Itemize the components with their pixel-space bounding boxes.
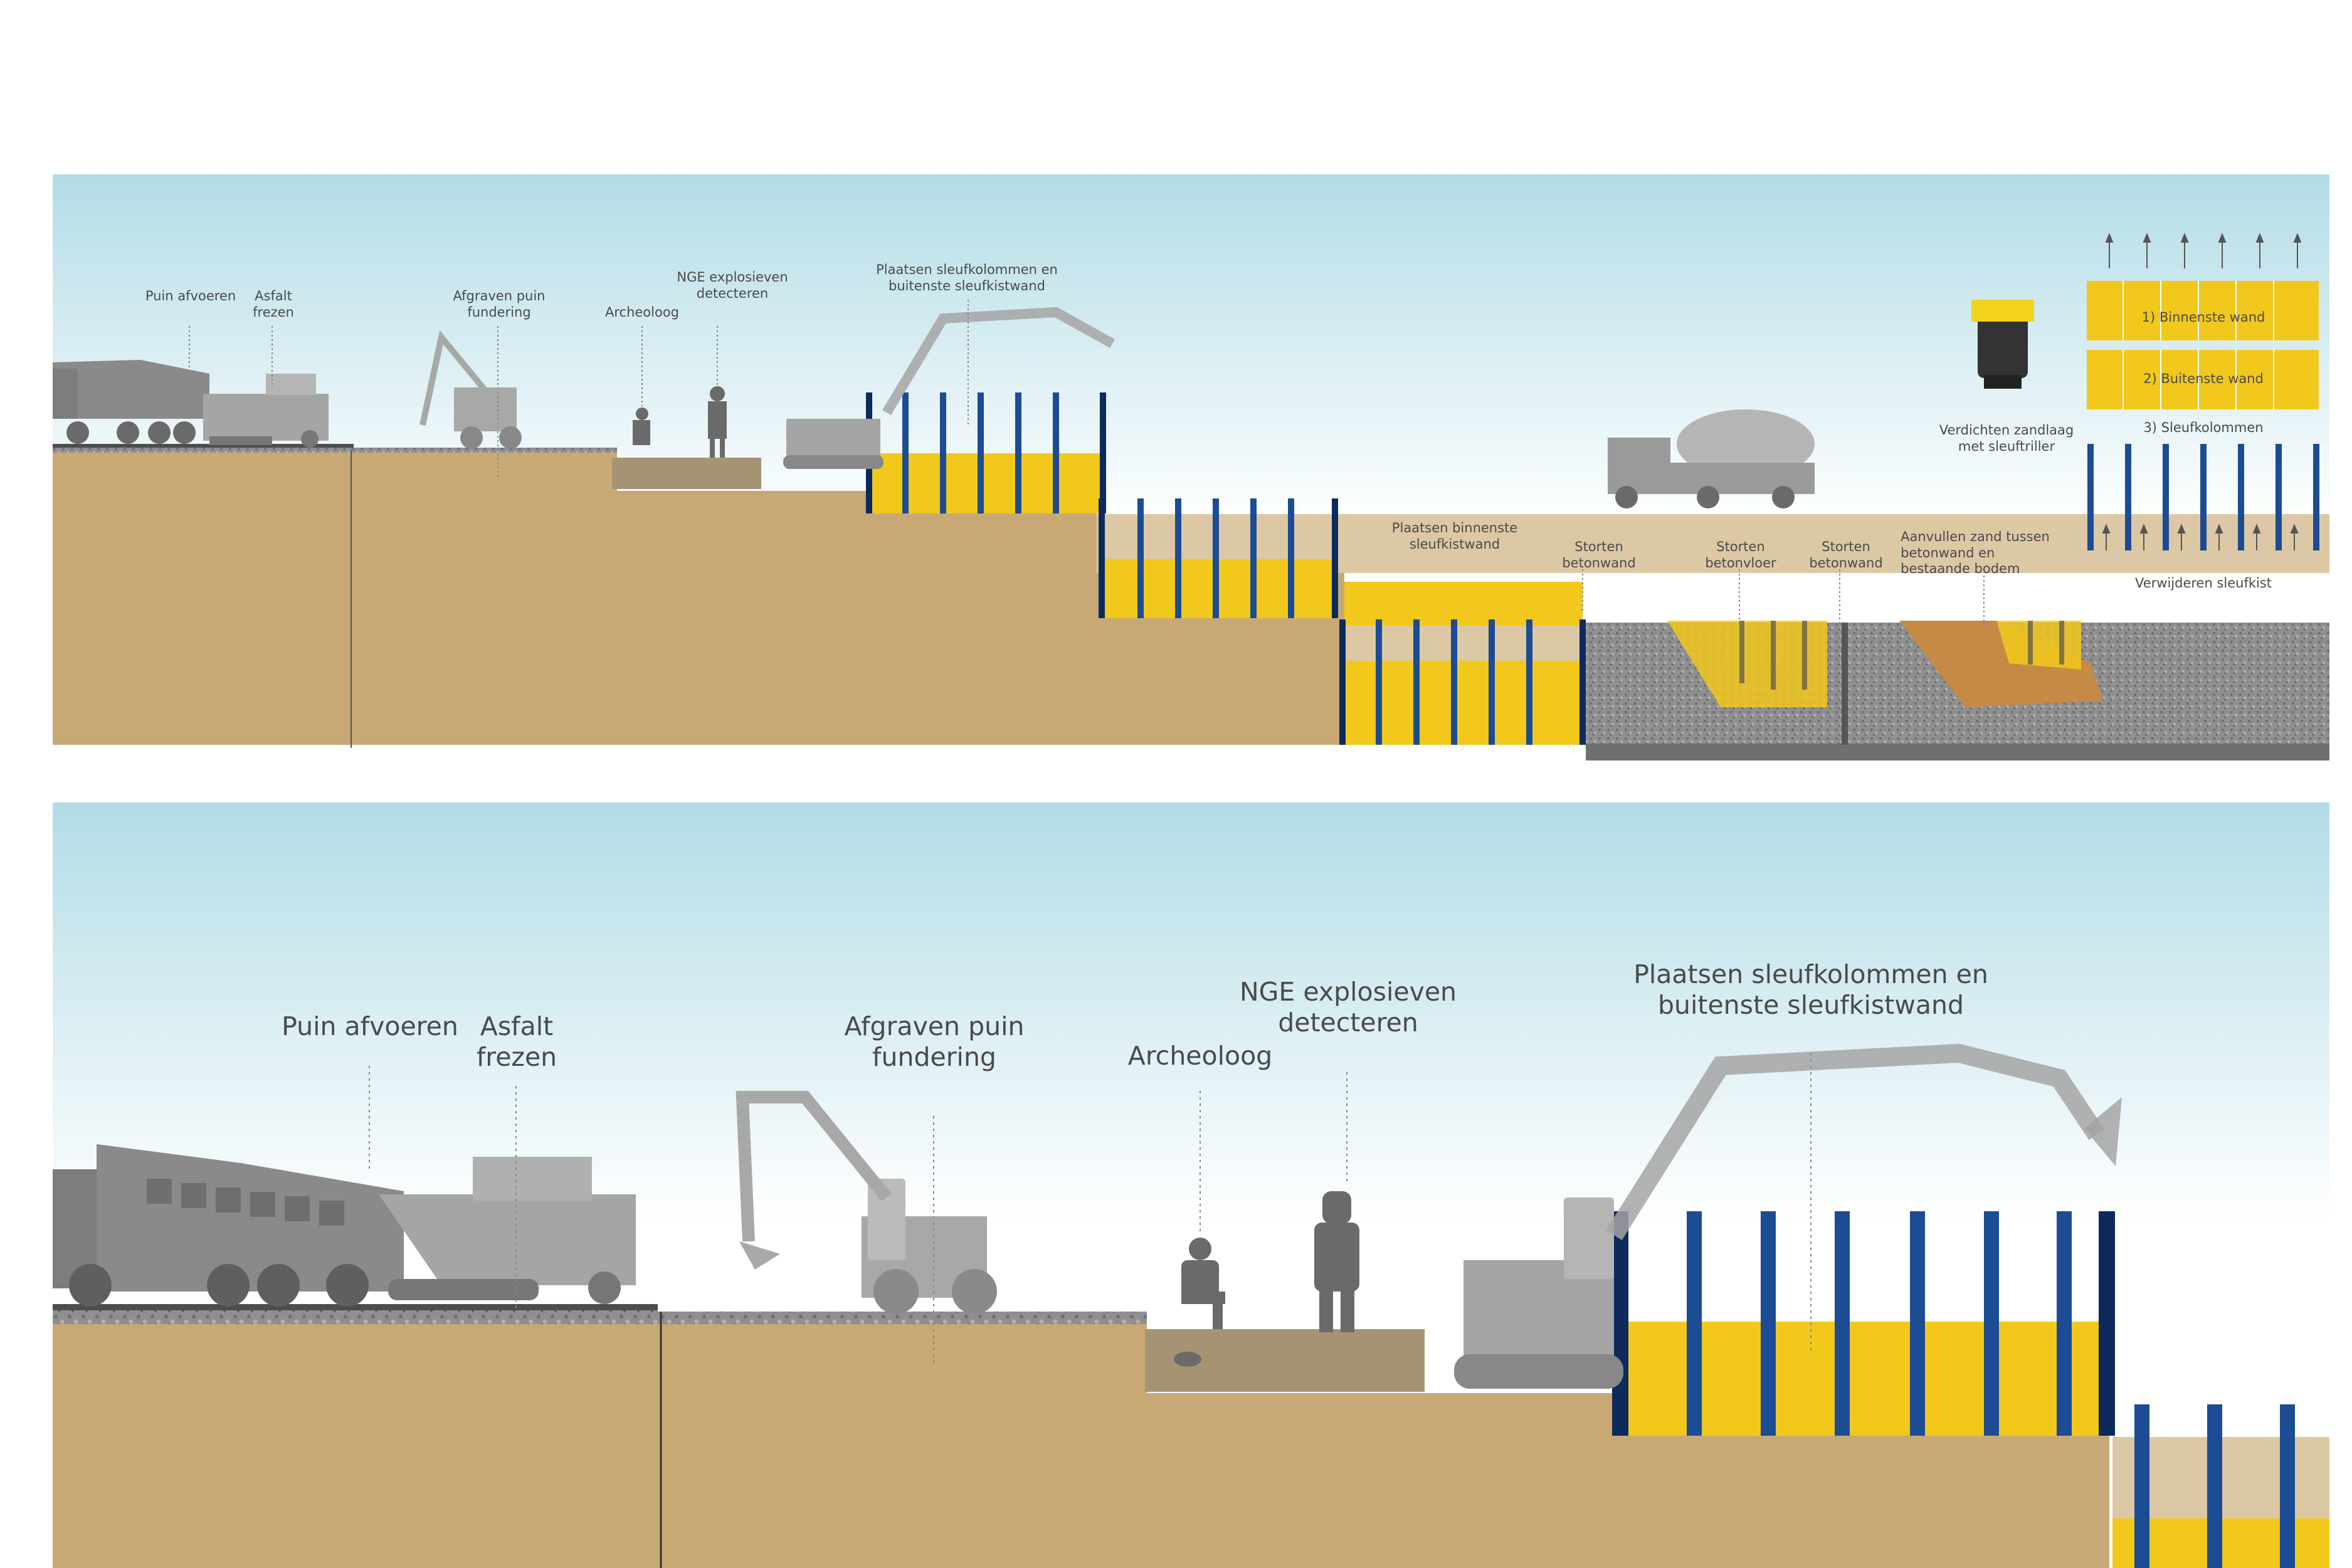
light-soil-band <box>1344 626 1583 661</box>
detector-figure <box>1314 1191 1359 1332</box>
crawler-excavator-icon <box>783 307 1115 469</box>
removal-step-2: 2) Buitenste wand <box>2143 371 2264 386</box>
gravel-layer <box>354 448 617 453</box>
concrete-mixer-icon <box>1608 409 1815 508</box>
removal-wall-boxes <box>2087 281 2319 409</box>
removal-step-3: 3) Sleufkolommen <box>2143 420 2264 435</box>
asphalt-layer <box>53 444 354 450</box>
pile-group-2 <box>1099 498 1338 618</box>
wheeled-excavator-icon <box>419 330 522 449</box>
label-afgraven-puin: Afgraven puin fundering <box>453 288 546 320</box>
archeologist-figure <box>1174 1238 1225 1367</box>
detail-diagram-panel: Puin afvoeren Asfalt frezen Afgraven pui… <box>53 802 2329 1568</box>
label-archeoloog: Archeoloog <box>1127 1041 1273 1071</box>
trench-yellow-3 <box>1344 582 1583 745</box>
milling-machine-icon <box>203 374 329 448</box>
label-verwijderen: Verwijderen sleufkist <box>2134 576 2272 591</box>
archeology-pit <box>612 458 761 489</box>
label-storten-betonwand-2: Storten betonwand <box>1809 539 1883 571</box>
label-plaatsen-kolommen: Plaatsen sleufkolommen en buitenste sleu… <box>1633 959 1988 1021</box>
removal-piles <box>2087 444 2319 550</box>
label-nge: NGE explosieven detecteren <box>677 270 788 301</box>
gravel-base <box>1586 744 2329 760</box>
label-asfalt-frezen: Asfalt frezen <box>253 288 294 320</box>
pile-group-1 <box>1612 1211 2115 1436</box>
overview-diagram-panel: Puin afvoeren Asfalt frezen Afgraven pui… <box>53 174 2329 760</box>
label-nge: NGE explosieven detecteren <box>1239 977 1457 1038</box>
label-asfalt-frezen: Asfalt frezen <box>476 1011 557 1073</box>
label-puin-afvoeren: Puin afvoeren <box>282 1011 458 1041</box>
gravel-layer <box>53 1310 658 1324</box>
label-puin-afvoeren: Puin afvoeren <box>145 288 236 303</box>
up-arrow-icon <box>2102 233 2302 550</box>
milling-machine-icon <box>379 1157 636 1304</box>
sand-fill <box>1899 621 2103 707</box>
label-storten-betonwand-1: Storten betonwand <box>1562 539 1636 571</box>
gravel-layer <box>658 1312 1147 1324</box>
soil <box>53 1324 2109 1568</box>
pile-group-4 <box>1739 621 2064 690</box>
label-verdichten: Verdichten zandlaag met sleuftriller <box>1939 423 2074 454</box>
removal-step-1: 1) Binnenste wand <box>2141 310 2265 325</box>
asphalt-layer <box>53 1304 658 1312</box>
sand-fill <box>1996 621 2081 670</box>
pile-group-2 <box>2134 1404 2295 1568</box>
gravel-layer <box>53 448 354 453</box>
detector-figure <box>708 386 727 458</box>
archeologist-figure <box>633 408 650 445</box>
label-archeoloog: Archeoloog <box>604 305 680 320</box>
label-plaatsen-binnenste: Plaatsen binnenste sleufkistwand <box>1391 520 1518 552</box>
label-storten-betonvloer: Storten betonvloer <box>1705 539 1776 571</box>
detail-illustration <box>53 802 2329 1568</box>
label-plaatsen-kolommen: Plaatsen sleufkolommen en buitenste sleu… <box>876 262 1058 293</box>
soil <box>53 450 1401 745</box>
dump-truck-icon <box>53 360 209 444</box>
concrete-pour <box>1667 621 1827 707</box>
leader-lines <box>189 300 1985 626</box>
wheeled-excavator-icon <box>736 1091 997 1314</box>
dump-truck-icon <box>53 1144 404 1307</box>
crawler-excavator-icon <box>1454 1043 2122 1389</box>
overview-illustration <box>53 174 2329 760</box>
leader-lines <box>369 1053 1811 1367</box>
label-aanvullen: Aanvullen zand tussen betonwand en besta… <box>1901 529 2050 577</box>
pile-group-3 <box>1339 619 1586 745</box>
label-afgraven-puin: Afgraven puin fundering <box>844 1011 1025 1073</box>
trench-compactor-icon <box>1971 300 2034 389</box>
